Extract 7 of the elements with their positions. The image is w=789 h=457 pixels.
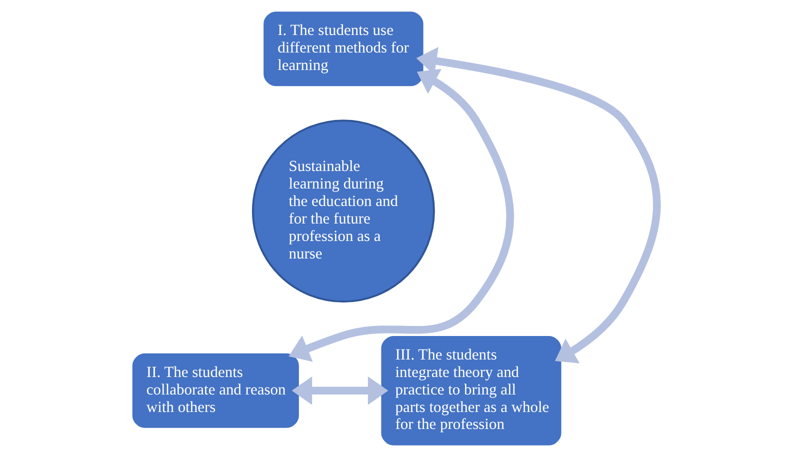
arrow bbox=[288, 68, 514, 362]
node-box: III. The students integrate theory and practice to bring all parts together as a whole for the profession bbox=[380, 336, 561, 446]
node-box: II. The students collaborate and reason with others bbox=[132, 353, 298, 428]
arrow bbox=[291, 376, 388, 405]
arrow bbox=[416, 46, 660, 364]
node-box: I. The students use different methods for learning bbox=[263, 12, 423, 86]
node-circle: Sustainable learning during the education and for the future profession as a nurse bbox=[251, 120, 434, 303]
